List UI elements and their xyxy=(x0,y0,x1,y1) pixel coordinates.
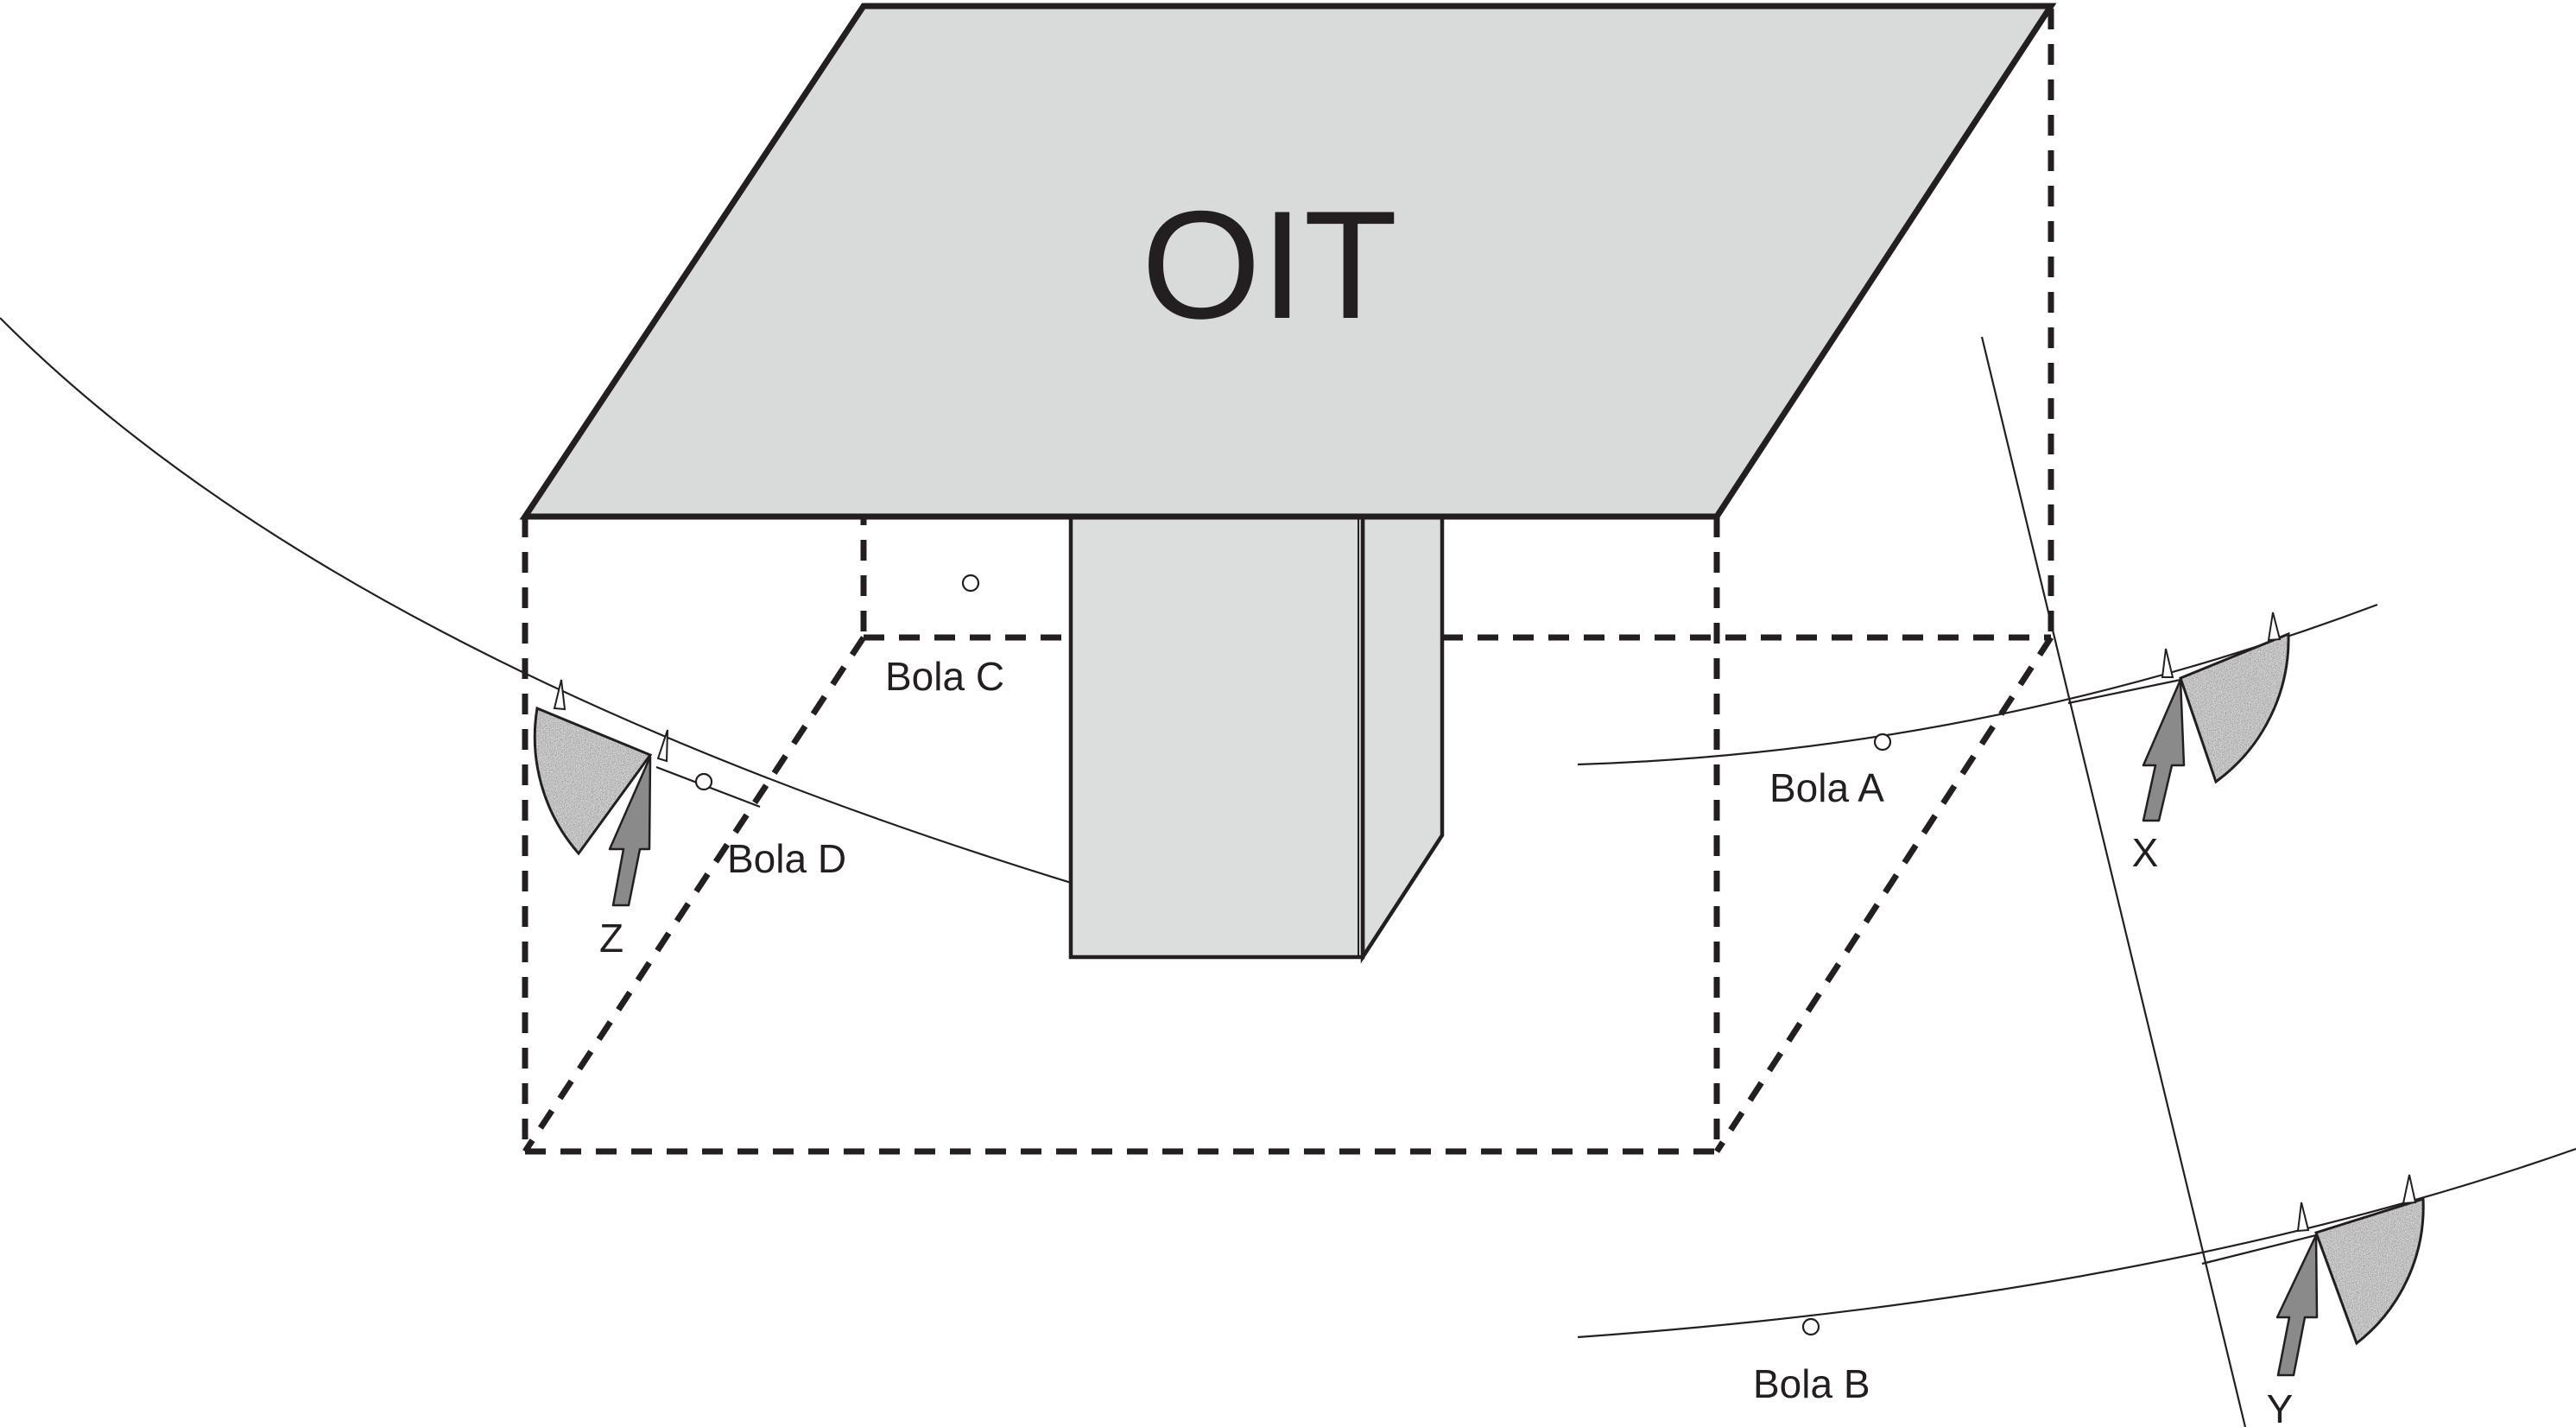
ball-b-marker xyxy=(1801,1317,1820,1336)
arrow-x-label: X xyxy=(2132,830,2159,875)
flag-marker-icon xyxy=(656,729,668,763)
flag-marker-icon xyxy=(2161,648,2174,678)
oit-label: OIT xyxy=(1142,179,1398,351)
ball-b-path xyxy=(2201,1234,2317,1265)
flag-marker-icon xyxy=(2267,612,2282,642)
arrow-z-label: Z xyxy=(599,916,623,961)
player-x-sector xyxy=(2179,631,2290,784)
arrow-z-icon xyxy=(608,755,652,907)
player-z: Z xyxy=(533,679,668,961)
ball-a-path xyxy=(2067,678,2181,705)
flag-marker-icon xyxy=(2402,1174,2417,1205)
central-block xyxy=(1068,514,1445,964)
ball-a-marker xyxy=(1873,733,1892,752)
flag-marker-icon xyxy=(553,679,566,711)
player-y: Y xyxy=(2267,1174,2425,1427)
ball-b-label: Bola B xyxy=(1753,1361,1870,1406)
ball-d-label: Bola D xyxy=(727,836,846,881)
wireframe-box xyxy=(522,9,2054,1155)
flag-marker-icon xyxy=(2296,1202,2310,1233)
player-z-sector xyxy=(533,706,653,856)
ball-c-label: Bola C xyxy=(885,654,1004,699)
trajectory-curve-left xyxy=(0,317,1223,929)
ball-c-marker xyxy=(961,574,980,593)
arrow-y-label: Y xyxy=(2267,1386,2294,1427)
arrow-y-icon xyxy=(2275,1234,2319,1377)
oit-plate xyxy=(519,3,2057,520)
ball-a-label: Bola A xyxy=(1769,765,1884,810)
guide-line-right xyxy=(1980,336,2247,1427)
arrow-x-icon xyxy=(2142,678,2186,822)
player-y-sector xyxy=(2314,1196,2425,1346)
player-x: X xyxy=(2132,612,2290,875)
ball-d-marker xyxy=(694,772,713,791)
trajectory-curve-b xyxy=(1577,1147,2576,1339)
